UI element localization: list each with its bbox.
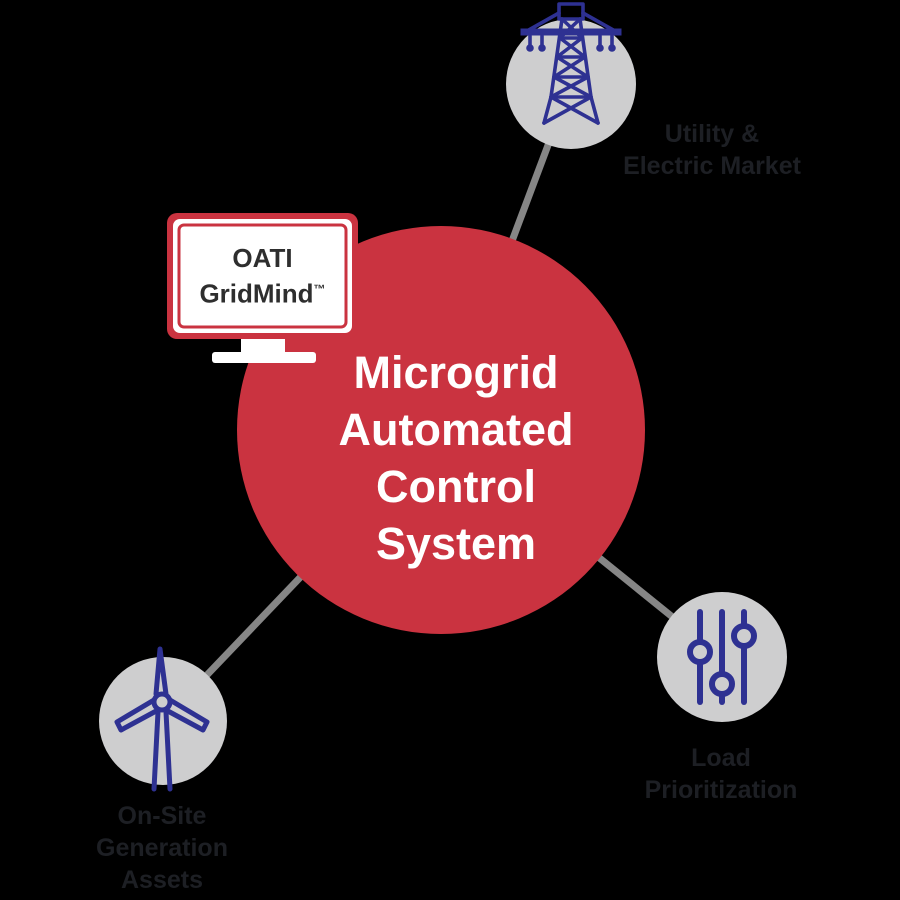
hub-title-line: Control <box>376 461 536 512</box>
hub-title-line: Microgrid <box>353 347 559 398</box>
wind-turbine-icon <box>114 646 210 792</box>
monitor-brand-text: OATI GridMind™ <box>179 243 346 310</box>
node-label-line: On-Site <box>117 802 207 830</box>
monitor-icon <box>167 213 358 363</box>
hub-title-line: System <box>375 518 537 569</box>
monitor-brand-line2: GridMind™ <box>199 278 326 309</box>
node-label-generation: On-Site Generation Assets <box>42 800 282 896</box>
node-label-load: Load Prioritization <box>601 742 841 806</box>
node-circle-generation <box>99 657 227 785</box>
node-circle-utility <box>506 19 636 149</box>
node-label-line: Electric Market <box>623 152 801 180</box>
node-label-utility: Utility & Electric Market <box>592 118 832 182</box>
node-label-line: Assets <box>121 866 203 894</box>
hub-title: Microgrid Automated Control System <box>258 344 654 572</box>
node-label-line: Generation <box>96 834 228 862</box>
transmission-tower-icon <box>520 2 622 125</box>
node-label-line: Prioritization <box>644 776 798 804</box>
monitor-brand-line1: OATI <box>232 243 293 273</box>
node-label-line: Utility & <box>664 120 760 148</box>
node-label-line: Load <box>691 744 751 772</box>
hub-title-line: Automated <box>338 404 574 455</box>
sliders-icon <box>687 609 757 705</box>
trademark-symbol: ™ <box>313 282 326 296</box>
